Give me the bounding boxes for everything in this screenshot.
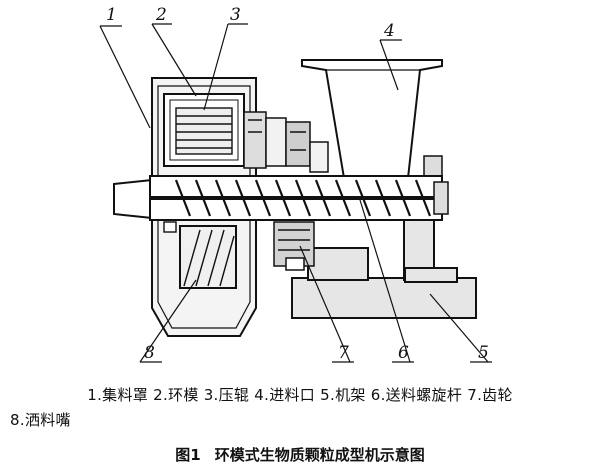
callout-6: 6	[398, 343, 409, 363]
callout-5: 5	[478, 343, 489, 363]
callout-4: 4	[383, 21, 395, 41]
callout-2: 2	[155, 5, 167, 25]
spray-nozzle	[163, 221, 237, 289]
callout-7: 7	[338, 343, 349, 363]
machine-frame	[291, 217, 477, 319]
callout-8: 8	[144, 343, 155, 363]
screw-conveyor	[149, 175, 449, 221]
pellet-machine-diagram: 1 2 3 4 5 6 7 8	[99, 5, 492, 363]
figure-caption: 图1 环模式生物质颗粒成型机示意图	[0, 444, 600, 465]
legend-line-1: 1.集料罩 2.环模 3.压辊 4.进料口 5.机架 6.送料螺旋杆 7.齿轮	[87, 386, 513, 404]
legend-line-2: 8.洒料嘴	[10, 411, 71, 429]
figure-number: 图1	[175, 446, 201, 464]
press-roller	[175, 107, 233, 155]
discharge-cone	[113, 178, 153, 220]
figure-title: 环模式生物质颗粒成型机示意图	[214, 446, 425, 464]
leader-lines	[99, 23, 492, 363]
bearing-assembly	[243, 111, 329, 173]
callout-3: 3	[230, 5, 241, 25]
callout-1: 1	[106, 5, 117, 25]
end-bolt	[423, 155, 443, 179]
gear	[273, 221, 315, 271]
